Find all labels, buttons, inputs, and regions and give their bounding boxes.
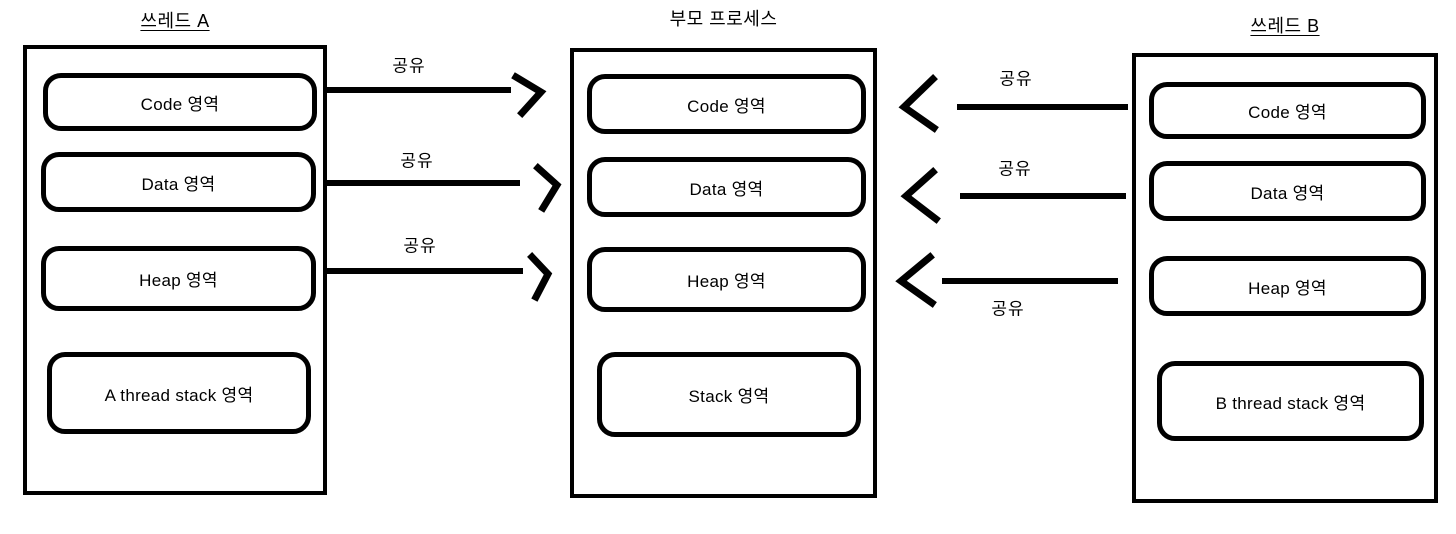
parent-process-container: Code 영역 Data 영역 Heap 영역 Stack 영역 [570,48,877,498]
share-arrow-b-data [900,167,1126,224]
share-label-b-code: 공유 [999,69,1033,89]
share-label-a-code: 공유 [392,56,426,76]
thread-a-stack-region: A thread stack 영역 [47,352,311,434]
region-label: Data 영역 [1250,183,1325,203]
share-label-b-data: 공유 [998,159,1032,179]
thread-b-heap-region: Heap 영역 [1149,256,1426,316]
thread-b-title-text: 쓰레드 B [1250,16,1320,36]
region-label: Code 영역 [687,96,766,116]
thread-b-container: Code 영역 Data 영역 Heap 영역 B thread stack 영… [1132,53,1438,503]
thread-a-container: Code 영역 Data 영역 Heap 영역 A thread stack 영… [23,45,327,495]
share-label-a-data: 공유 [400,151,434,171]
thread-a-title-text: 쓰레드 A [140,11,210,31]
parent-stack-region: Stack 영역 [597,352,861,437]
thread-a-code-region: Code 영역 [43,73,317,131]
region-label: Stack 영역 [688,387,770,406]
column-title-thread-b: 쓰레드 B [1132,14,1438,38]
thread-b-code-region: Code 영역 [1149,82,1426,139]
share-arrow-b-code [898,74,1128,133]
share-arrow-a-code [308,72,547,118]
thread-a-data-region: Data 영역 [41,152,316,212]
parent-code-region: Code 영역 [587,74,866,134]
share-arrow-a-heap [308,252,553,302]
parent-heap-region: Heap 영역 [587,247,866,312]
thread-a-heap-region: Heap 영역 [41,246,316,311]
thread-b-data-region: Data 영역 [1149,161,1426,221]
parent-data-region: Data 영역 [587,157,866,217]
column-title-thread-a: 쓰레드 A [23,9,327,33]
region-label: Heap 영역 [139,271,218,290]
thread-b-stack-region: B thread stack 영역 [1157,361,1424,441]
parent-process-title-text: 부모 프로세스 [669,9,778,29]
region-label: Data 영역 [689,179,764,199]
region-label: Heap 영역 [1248,278,1327,298]
column-title-parent-process: 부모 프로세스 [570,7,877,31]
region-label: Data 영역 [141,174,216,194]
share-arrow-b-heap [895,252,1118,308]
share-label-b-heap: 공유 [991,299,1025,319]
region-label: Code 영역 [140,94,220,114]
region-label: Heap 영역 [687,272,766,291]
region-label: B thread stack 영역 [1215,393,1366,413]
region-label: Code 영역 [1248,103,1327,122]
share-arrow-a-data [308,163,562,213]
region-label: A thread stack 영역 [104,385,254,405]
share-label-a-heap: 공유 [403,236,437,256]
